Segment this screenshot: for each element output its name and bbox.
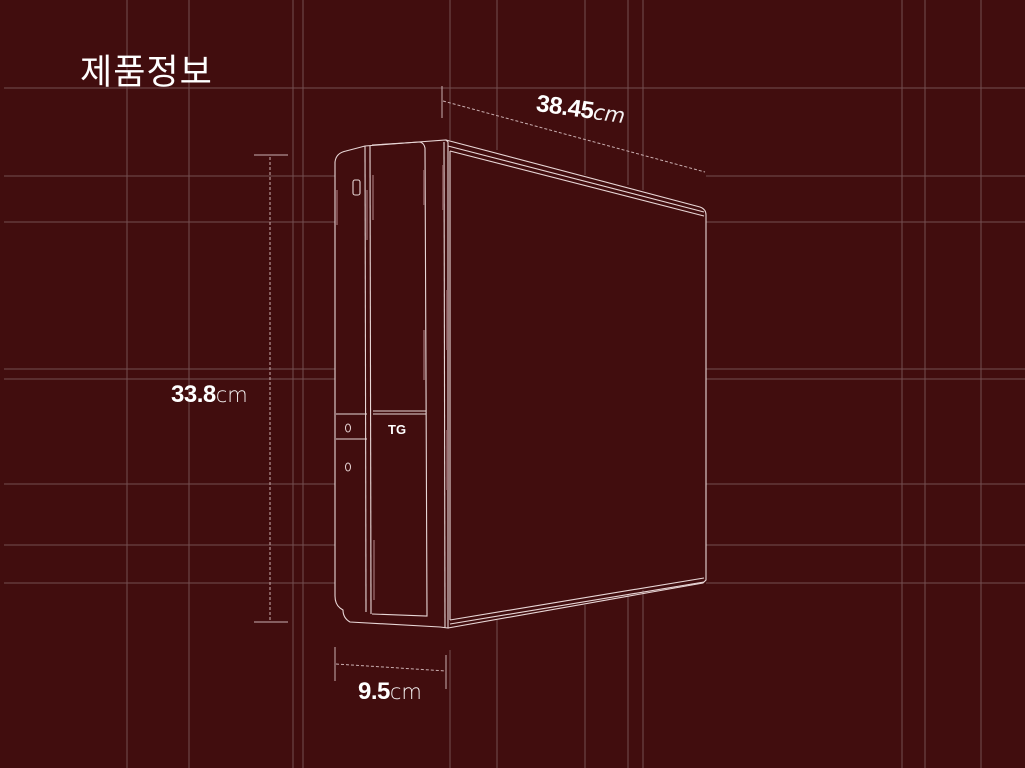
depth-unit: cm	[389, 680, 422, 704]
power-button-icon	[345, 462, 351, 472]
depth-dimension-label: 9.5cm	[358, 680, 422, 704]
depth-value: 9.5	[358, 678, 390, 705]
height-value: 33.8	[171, 381, 216, 408]
height-dimension-label: 33.8cm	[171, 383, 248, 407]
height-unit: cm	[215, 383, 248, 407]
led-indicator-icon	[345, 423, 351, 433]
page-title: 제품정보	[80, 53, 213, 93]
width-unit: cm	[591, 100, 627, 129]
brand-label: TG	[388, 422, 407, 437]
usb-port-icon	[352, 179, 361, 196]
